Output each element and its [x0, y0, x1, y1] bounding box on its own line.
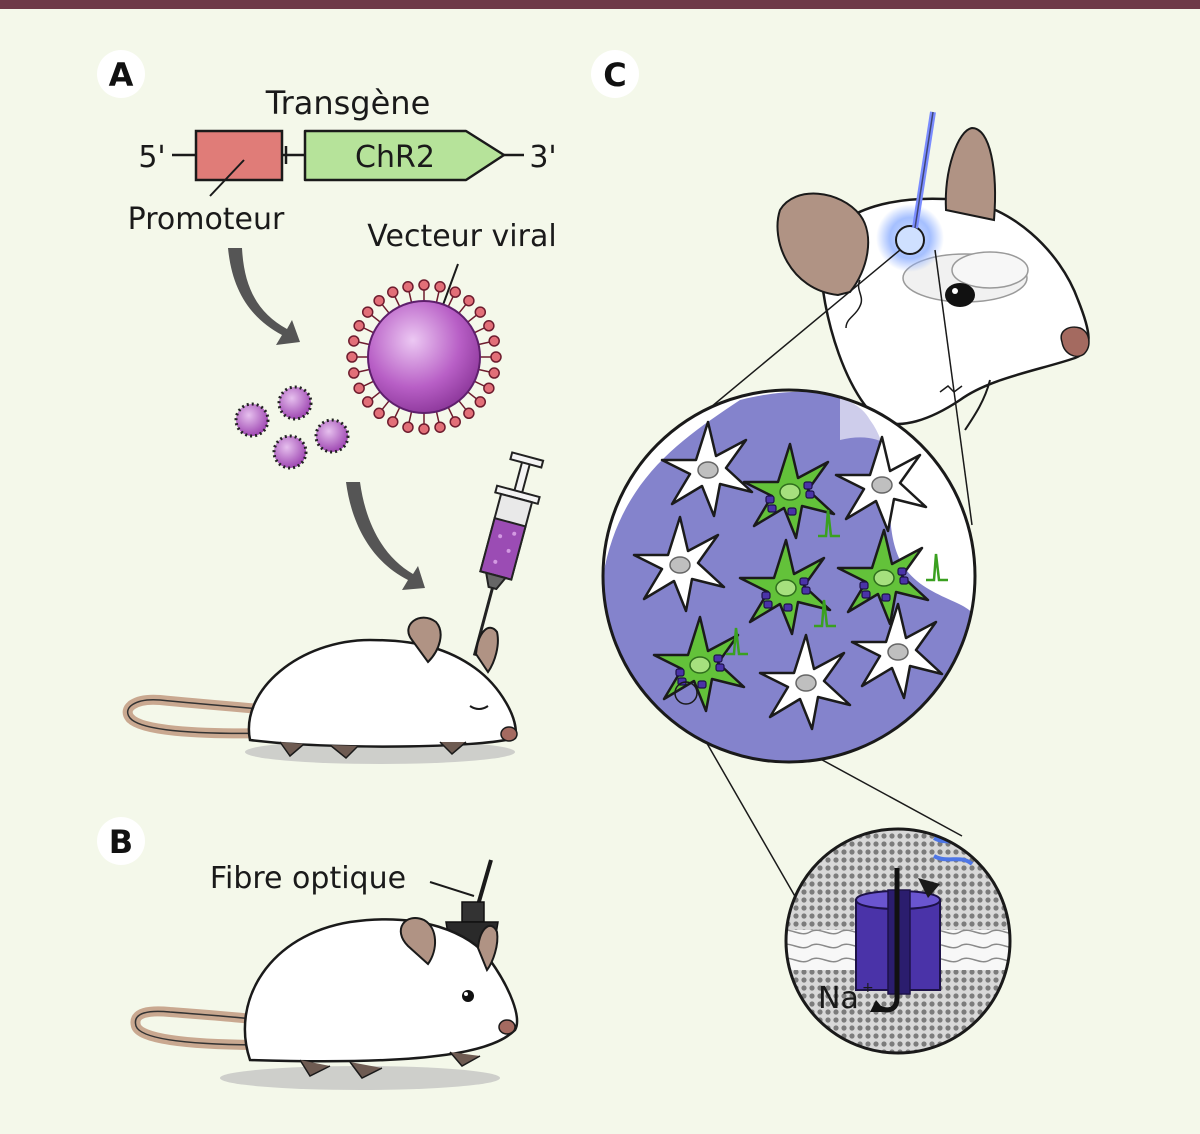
- panel-c-label: C: [603, 56, 626, 94]
- fiber-label: Fibre optique: [210, 861, 406, 896]
- virus-spike-tip: [463, 407, 475, 420]
- virus-spike-tip: [483, 382, 495, 394]
- panel-a-label: A: [109, 56, 134, 94]
- virus-spike-tip: [373, 407, 385, 420]
- virus-spike-tip: [402, 421, 414, 433]
- chr2-arrow: [303, 129, 506, 182]
- implanted-mouse: [130, 917, 519, 1090]
- ion-label: Na: [818, 981, 859, 1016]
- virus-spike-tip: [449, 286, 461, 298]
- virus-spike-tip: [361, 306, 374, 318]
- promoter-box: [194, 129, 284, 182]
- virus-spike-tip: [418, 279, 430, 291]
- mouse-head: [776, 111, 1090, 431]
- virus-spike-tip: [488, 335, 500, 347]
- virus-spike-tip: [449, 416, 461, 428]
- virus-spike-tip: [434, 421, 446, 433]
- virus-spike-tip: [402, 281, 414, 293]
- five-prime-label: 5': [138, 140, 165, 175]
- virus-spike-tip: [353, 320, 365, 332]
- transgene-label: Transgène: [265, 84, 431, 122]
- process-arrows: [228, 248, 425, 590]
- panel-a: A Transgène ChR2 5' 3' Promoteur Vecteur…: [97, 50, 557, 764]
- panel-a-badge: [97, 50, 145, 98]
- panel-c: C: [591, 50, 1090, 1055]
- virus-spike-tip: [373, 294, 385, 307]
- virus-spike-tip: [474, 396, 487, 408]
- virus-spike-tip: [463, 294, 475, 307]
- virus-spike-tip: [348, 367, 360, 379]
- virus-spike-tip: [348, 335, 360, 347]
- panel-b-label: B: [109, 823, 133, 861]
- injected-mouse: [122, 616, 518, 764]
- syringe: [472, 451, 545, 656]
- channel-closeup: Na +: [784, 827, 1012, 1055]
- ion-charge-label: +: [862, 980, 874, 996]
- virus-spike-tip: [490, 351, 502, 363]
- promoter-label: Promoteur: [128, 202, 285, 237]
- top-border: [0, 0, 1200, 9]
- virus-spike-tip: [474, 306, 487, 318]
- virus-spike-tip: [387, 416, 399, 428]
- panel-b: B Fibre optique: [97, 817, 519, 1090]
- gene-label: ChR2: [355, 140, 435, 175]
- virus-spike-tip: [488, 367, 500, 379]
- viral-vector: [346, 279, 502, 435]
- three-prime-label: 3': [529, 140, 556, 175]
- virus-spike-tip: [353, 382, 365, 394]
- small-virus-particles: [234, 385, 350, 470]
- neural-tissue: [601, 388, 977, 764]
- vector-label: Vecteur viral: [367, 219, 556, 254]
- gene-construct: ChR2 5' 3': [138, 129, 557, 197]
- panel-c-badge: [591, 50, 639, 98]
- virus-spike-tip: [483, 320, 495, 332]
- virus-spike-tip: [387, 286, 399, 298]
- panel-b-badge: [97, 817, 145, 865]
- virus-spike-tip: [434, 281, 446, 293]
- virus-spike-tip: [418, 423, 430, 435]
- virus-spike-tip: [361, 396, 374, 408]
- virus-spike-tip: [346, 351, 358, 363]
